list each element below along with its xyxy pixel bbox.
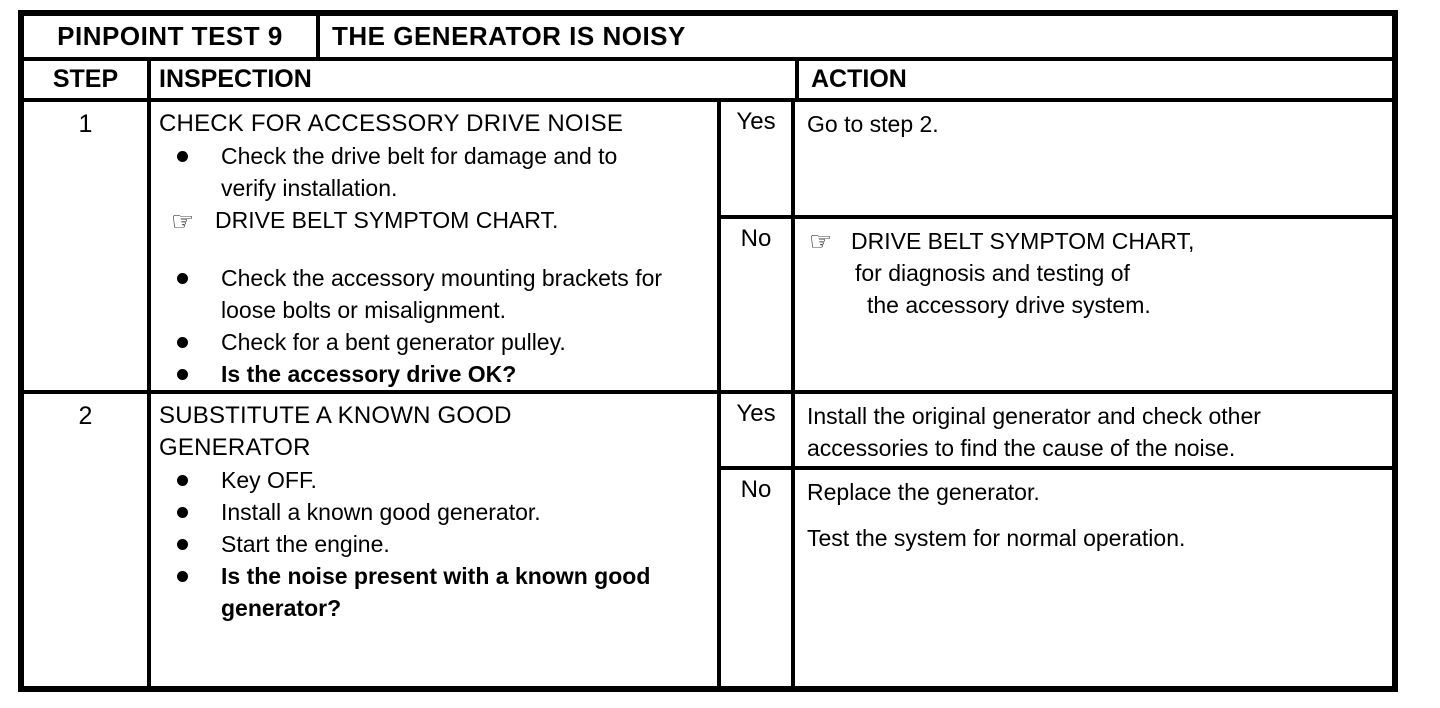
bullet-icon: [177, 571, 188, 582]
yes-sub-row: Yes Install the original generator and c…: [721, 394, 1392, 466]
result-cells-step-1: Yes Go to step 2. No ☞ DRIVE BELT SYMPTO…: [721, 102, 1392, 390]
inspection-cell-step-2: SUBSTITUTE A KNOWN GOOD GENERATOR Key OF…: [151, 394, 721, 686]
step-number: 1: [24, 102, 151, 390]
bullet-icon: [177, 539, 188, 550]
list-item-text: Check the accessory mounting brackets fo…: [221, 265, 663, 323]
question-text: Is the accessory drive OK?: [221, 361, 517, 387]
reference-line: ☞ DRIVE BELT SYMPTOM CHART,: [807, 225, 1382, 257]
pointing-hand-icon: ☞: [809, 226, 833, 256]
list-item-text: Check for a bent generator pulley.: [221, 329, 566, 355]
list-item-text: Start the engine.: [221, 531, 390, 557]
bullet-icon: [177, 369, 188, 380]
action-text: Go to step 2.: [807, 111, 939, 137]
no-sub-row: No Replace the generator. Test the syste…: [721, 466, 1392, 686]
inspection-cell-step-1: CHECK FOR ACCESSORY DRIVE NOISE Check th…: [151, 102, 721, 390]
action-text: Install the original generator and check…: [807, 403, 1261, 461]
list-item: Check the accessory mounting brackets fo…: [159, 262, 679, 326]
bullet-icon: [177, 507, 188, 518]
action-cell-no: ☞ DRIVE BELT SYMPTOM CHART, for diagnosi…: [795, 219, 1392, 390]
table-row-step-1: 1 CHECK FOR ACCESSORY DRIVE NOISE Check …: [24, 102, 1392, 394]
action-text: Test the system for normal operation.: [807, 525, 1186, 551]
question-text: Is the noise present with a known good g…: [221, 563, 651, 621]
reference-text: DRIVE BELT SYMPTOM CHART,: [851, 228, 1195, 254]
reference-line: ☞ DRIVE BELT SYMPTOM CHART.: [159, 204, 709, 236]
reference-continuation: for diagnosis and testing of: [855, 260, 1130, 286]
list-item: Key OFF.: [159, 464, 679, 496]
action-cell-yes: Install the original generator and check…: [795, 394, 1392, 466]
list-item: Install a known good generator.: [159, 496, 679, 528]
yes-label: Yes: [721, 102, 795, 215]
list-item-question: Is the noise present with a known good g…: [159, 560, 679, 624]
list-item: Check for a bent generator pulley.: [159, 326, 679, 358]
list-item-text: Install a known good generator.: [221, 499, 541, 525]
column-header-row: STEP INSPECTION ACTION: [24, 61, 1392, 102]
action-cell-no: Replace the generator. Test the system f…: [795, 470, 1392, 686]
no-sub-row: No ☞ DRIVE BELT SYMPTOM CHART, for diagn…: [721, 215, 1392, 390]
list-item-question: Is the accessory drive OK?: [159, 358, 679, 390]
table-title-row: PINPOINT TEST 9 THE GENERATOR IS NOISY: [24, 16, 1392, 61]
yes-sub-row: Yes Go to step 2.: [721, 102, 1392, 215]
pinpoint-test-title: PINPOINT TEST 9: [24, 16, 320, 57]
pointing-hand-icon: ☞: [171, 206, 195, 236]
inspection-heading: SUBSTITUTE A KNOWN GOOD: [159, 402, 512, 429]
yes-label: Yes: [721, 394, 795, 466]
action-column-header: ACTION: [811, 65, 907, 93]
list-item: Start the engine.: [159, 528, 679, 560]
result-cells-step-2: Yes Install the original generator and c…: [721, 394, 1392, 686]
table-row-step-2: 2 SUBSTITUTE A KNOWN GOOD GENERATOR Key …: [24, 394, 1392, 686]
action-text: Replace the generator.: [807, 479, 1040, 505]
reference-continuation: the accessory drive system.: [867, 292, 1151, 318]
list-item-text: Key OFF.: [221, 467, 317, 493]
no-label: No: [721, 219, 795, 390]
pinpoint-test-table: PINPOINT TEST 9 THE GENERATOR IS NOISY S…: [18, 10, 1398, 692]
reference-block: ☞ DRIVE BELT SYMPTOM CHART, for diagnosi…: [807, 225, 1382, 321]
test-description-title: THE GENERATOR IS NOISY: [332, 21, 686, 51]
bullet-icon: [177, 151, 188, 162]
step-column-header: STEP: [24, 61, 151, 98]
inspection-heading: GENERATOR: [159, 434, 311, 461]
bullet-icon: [177, 337, 188, 348]
inspection-column-header: INSPECTION: [151, 61, 799, 98]
reference-text: DRIVE BELT SYMPTOM CHART.: [215, 207, 559, 233]
step-number: 2: [24, 394, 151, 686]
inspection-heading: CHECK FOR ACCESSORY DRIVE NOISE: [159, 110, 624, 137]
list-item: Check the drive belt for damage and to v…: [159, 140, 679, 204]
no-label: No: [721, 470, 795, 686]
action-cell-yes: Go to step 2.: [795, 102, 1392, 215]
bullet-icon: [177, 475, 188, 486]
list-item-text: Check the drive belt for damage and to v…: [221, 143, 618, 201]
bullet-icon: [177, 273, 188, 284]
